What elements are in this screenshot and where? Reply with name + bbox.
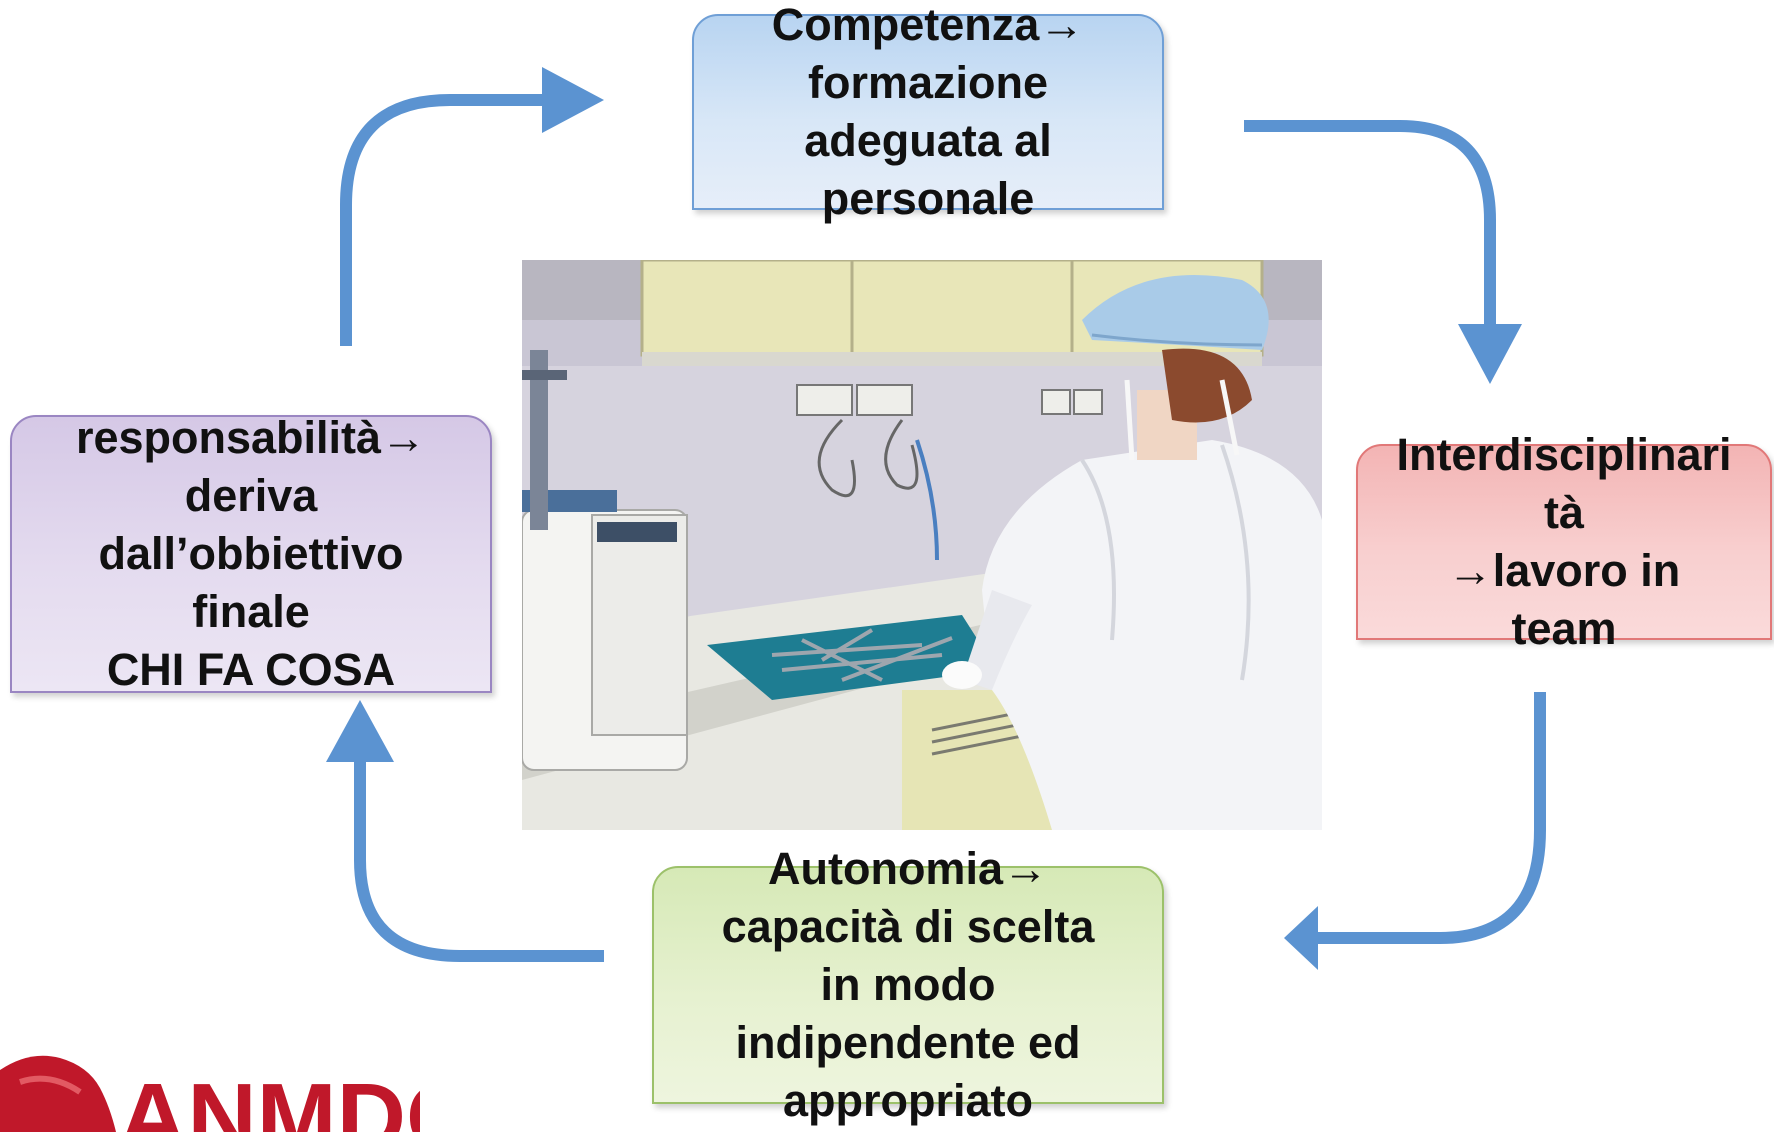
photo-nurse [942,275,1322,830]
box-autonomia-line-4: indipendente ed [735,1017,1081,1068]
box-competenza-line-3: adeguata al [804,115,1052,166]
box-autonomia: Autonomia→ capacità di scelta in modo in… [652,843,1164,1126]
box-interdisciplinarita-line-3: →lavoro in [1447,545,1681,596]
box-responsabilita: responsabilità→ deriva dall’obbiettivo f… [10,412,492,695]
box-interdisciplinarita-line-4: team [1511,603,1617,654]
anmdo-logo: ANMDO [0,1055,420,1132]
box-autonomia-line-2: capacità di scelta [721,901,1095,952]
box-interdisciplinarita: Interdisciplinari tà →lavoro in team [1356,429,1772,654]
box-competenza-line-1: Competenza→ [771,0,1085,50]
box-autonomia-line-1: Autonomia→ [768,843,1048,894]
box-responsabilita-line-2: deriva [184,470,318,521]
arrow-competenza-to-interdisciplinarita [1244,120,1522,384]
box-autonomia-line-3: in modo [820,959,996,1010]
box-responsabilita-line-1: responsabilità→ [75,412,427,463]
photo-sterilizer [522,350,688,771]
box-responsabilita-line-4: finale [192,586,310,637]
photo-instrument-tray [707,615,997,700]
central-photo [522,260,1322,830]
photo-outlets [796,384,1103,561]
logo-text: ANMDO [118,1064,420,1132]
arrow-autonomia-to-responsabilita [326,700,604,962]
box-interdisciplinarita-line-2: tà [1543,487,1584,538]
box-competenza-line-2: formazione [807,57,1049,108]
box-competenza-line-4: personale [821,173,1035,224]
arrow-interdisciplinarita-to-autonomia [1284,692,1546,970]
box-responsabilita-line-5: CHI FA COSA [106,644,396,695]
box-competenza: Competenza→ formazione adeguata al perso… [692,0,1164,224]
arrow-responsabilita-to-competenza [340,67,604,346]
box-autonomia-line-5: appropriato [782,1075,1033,1126]
box-responsabilita-line-3: dall’obbiettivo [98,528,404,579]
box-interdisciplinarita-line-1: Interdisciplinari [1396,429,1732,480]
